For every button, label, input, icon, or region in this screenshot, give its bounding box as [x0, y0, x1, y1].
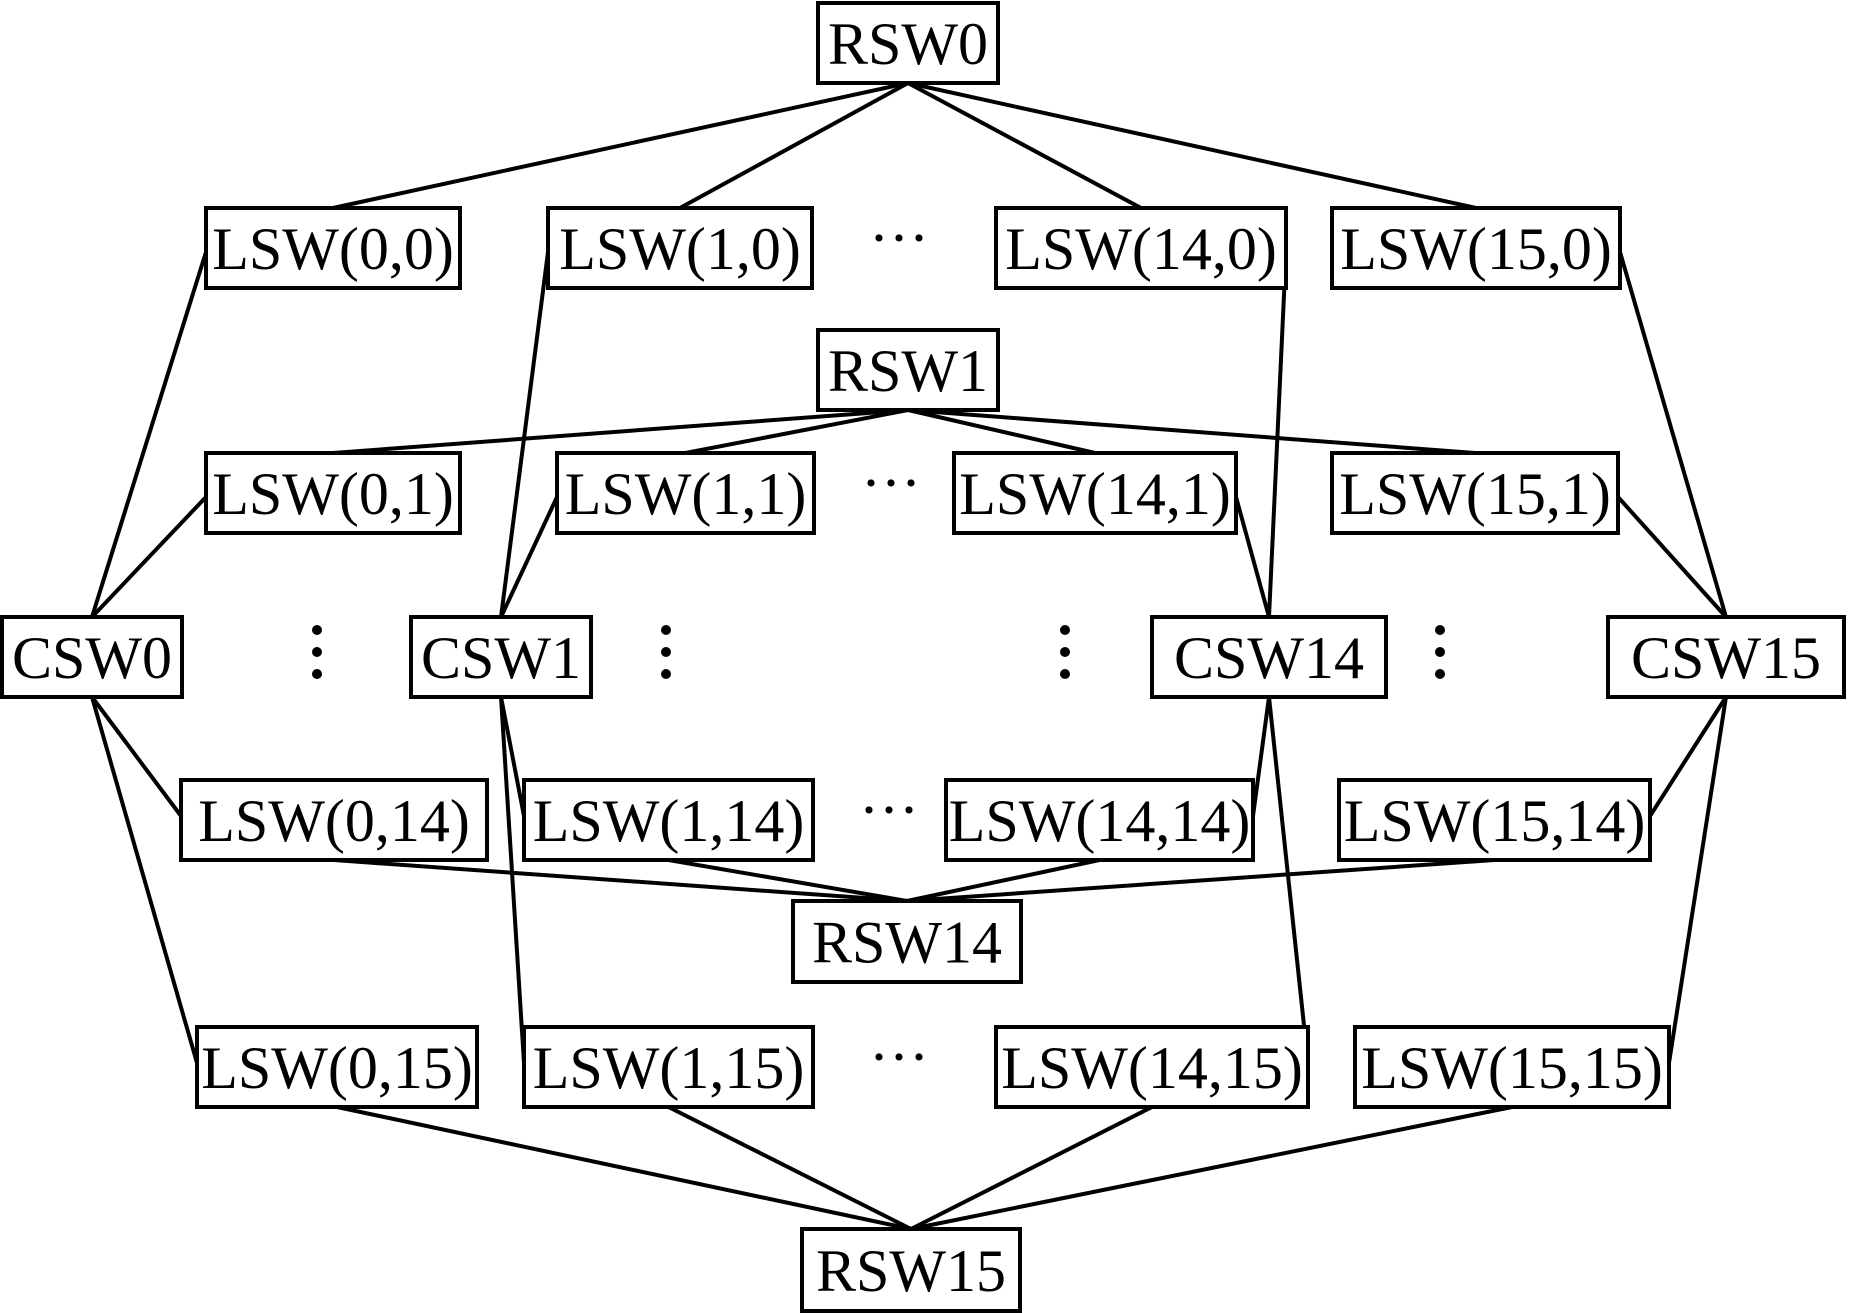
- node-LSW141: LSW(14,1): [952, 451, 1238, 535]
- node-RSW0: RSW0: [816, 1, 1000, 85]
- horizontal-ellipsis: ···: [859, 777, 919, 843]
- edge-RSW15-LSW115: [667, 1105, 912, 1231]
- edge-RSW15-LSW1515: [910, 1105, 1513, 1231]
- edge-CSW14-LSW1414: [1251, 696, 1271, 817]
- edge-RSW14-LSW114: [668, 858, 908, 903]
- edge-CSW14-LSW1415: [1267, 696, 1310, 1064]
- node-RSW14: RSW14: [791, 899, 1023, 984]
- node-LSW150: LSW(15,0): [1330, 206, 1622, 290]
- node-label: CSW1: [421, 625, 581, 691]
- horizontal-ellipsis: ···: [861, 450, 921, 516]
- connection-lines: [90, 81, 1728, 1231]
- edge-RSW14-LSW014: [333, 858, 908, 903]
- node-label: LSW(1,15): [533, 1035, 805, 1101]
- node-CSW1: CSW1: [409, 615, 593, 699]
- node-label: LSW(14,0): [1005, 216, 1277, 282]
- node-LSW10: LSW(1,0): [546, 206, 814, 290]
- node-label: CSW0: [12, 625, 172, 691]
- edge-RSW15-LSW1415: [910, 1105, 1153, 1231]
- node-RSW15: RSW15: [800, 1227, 1022, 1313]
- edge-RSW1-LSW151: [907, 408, 1476, 455]
- edge-CSW15-LSW1514: [1648, 695, 1728, 818]
- node-label: CSW15: [1631, 625, 1821, 691]
- edge-RSW0-LSW140: [907, 81, 1142, 210]
- node-RSW1: RSW1: [816, 328, 1000, 412]
- edge-RSW14-LSW1514: [906, 858, 1495, 903]
- node-CSW0: CSW0: [0, 615, 184, 699]
- edge-CSW0-LSW01: [90, 495, 208, 619]
- edge-RSW1-LSW01: [332, 408, 909, 455]
- node-LSW11: LSW(1,1): [555, 451, 816, 535]
- node-label: RSW1: [828, 338, 988, 404]
- ellipsis-markers: ··· ··· ··· ···: [312, 205, 1445, 1090]
- edge-RSW1-LSW11: [685, 408, 909, 455]
- edge-RSW0-LSW00: [332, 81, 909, 210]
- edge-CSW1-LSW11: [499, 496, 559, 618]
- vertical-ellipsis: [312, 625, 322, 679]
- node-label: LSW(15,15): [1361, 1035, 1663, 1101]
- edge-CSW15-LSW150: [1618, 251, 1728, 618]
- node-LSW1515: LSW(15,15): [1353, 1025, 1671, 1109]
- node-label: LSW(0,15): [201, 1035, 473, 1101]
- node-label: LSW(14,1): [959, 461, 1231, 527]
- edge-CSW15-LSW151: [1616, 495, 1728, 619]
- edge-RSW15-LSW015: [336, 1105, 912, 1231]
- node-label: LSW(15,0): [1340, 216, 1612, 282]
- edge-CSW1-LSW115: [499, 696, 526, 1064]
- node-LSW00: LSW(0,0): [204, 206, 462, 290]
- node-label: LSW(14,14): [949, 788, 1251, 854]
- node-LSW151: LSW(15,1): [1330, 451, 1620, 535]
- node-LSW015: LSW(0,15): [195, 1025, 479, 1109]
- node-label: LSW(14,15): [1001, 1035, 1303, 1101]
- node-LSW140: LSW(14,0): [994, 206, 1288, 290]
- node-label: LSW(0,14): [198, 788, 470, 854]
- edge-CSW0-LSW015: [90, 696, 199, 1064]
- node-label: RSW14: [812, 910, 1002, 976]
- edge-CSW15-LSW1515: [1667, 696, 1728, 1064]
- node-label: LSW(0,0): [212, 216, 454, 282]
- node-label: LSW(1,1): [565, 461, 807, 527]
- vertical-ellipsis: [1435, 625, 1445, 679]
- node-LSW1514: LSW(15,14): [1337, 778, 1652, 862]
- edge-RSW0-LSW150: [907, 81, 1477, 210]
- edge-CSW1-LSW10: [499, 251, 550, 618]
- node-label: LSW(1,0): [559, 216, 801, 282]
- edge-CSW14-LSW140: [1267, 251, 1288, 618]
- horizontal-ellipsis: ···: [869, 205, 929, 271]
- node-CSW15: CSW15: [1606, 615, 1846, 699]
- edge-CSW1-LSW114: [499, 696, 526, 817]
- node-label: RSW15: [816, 1238, 1006, 1304]
- node-LSW115: LSW(1,15): [522, 1025, 815, 1109]
- edge-RSW0-LSW10: [679, 81, 909, 210]
- vertical-ellipsis: [1060, 625, 1070, 679]
- node-label: CSW14: [1174, 625, 1364, 691]
- edge-RSW1-LSW141: [907, 408, 1096, 455]
- edge-CSW0-LSW00: [90, 251, 208, 618]
- node-LSW1414: LSW(14,14): [944, 778, 1255, 862]
- node-LSW114: LSW(1,14): [522, 778, 815, 862]
- node-label: RSW0: [828, 11, 988, 77]
- node-CSW14: CSW14: [1150, 615, 1388, 699]
- edge-CSW0-LSW014: [90, 695, 183, 818]
- edge-CSW14-LSW141: [1234, 496, 1271, 618]
- node-label: LSW(0,1): [212, 461, 454, 527]
- node-LSW01: LSW(0,1): [204, 451, 462, 535]
- node-label: LSW(1,14): [533, 788, 805, 854]
- node-label: LSW(15,14): [1344, 788, 1646, 854]
- edge-RSW14-LSW1414: [906, 858, 1100, 903]
- vertical-ellipsis: [661, 625, 671, 679]
- horizontal-ellipsis: ···: [869, 1024, 929, 1090]
- node-LSW014: LSW(0,14): [179, 778, 489, 862]
- node-label: LSW(15,1): [1339, 461, 1611, 527]
- node-LSW1415: LSW(14,15): [994, 1025, 1310, 1109]
